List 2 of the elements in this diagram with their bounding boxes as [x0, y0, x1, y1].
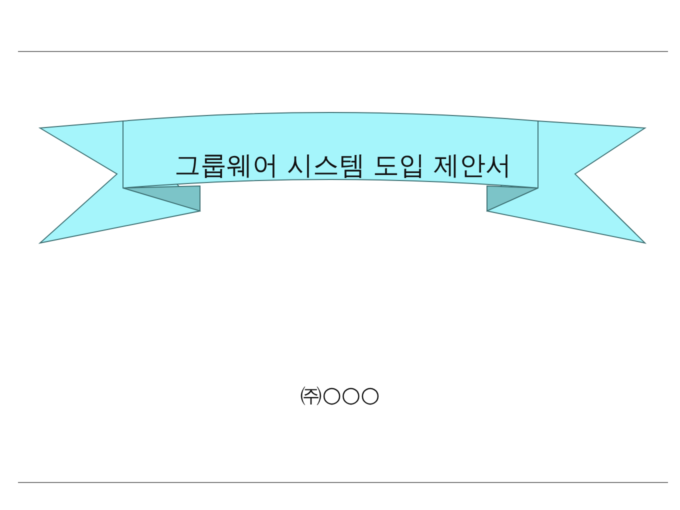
title-text: 그룹웨어 시스템 도입 제안서 [174, 150, 512, 182]
company-name: ㈜○○○ [299, 382, 381, 410]
